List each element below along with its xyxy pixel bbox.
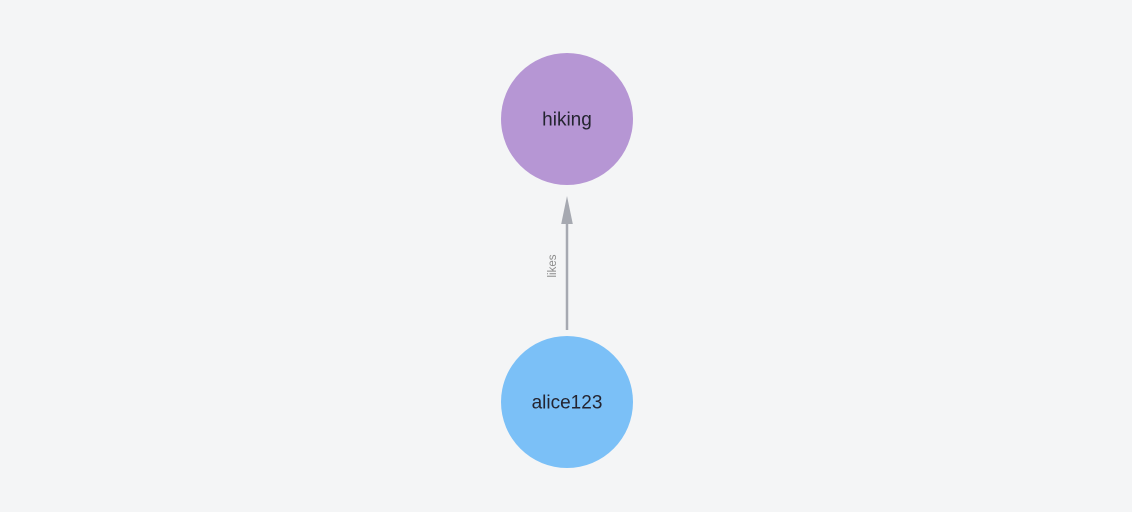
node-hiking-label: hiking bbox=[542, 110, 592, 131]
node-hiking[interactable]: hiking bbox=[501, 53, 633, 185]
node-hiking-circle bbox=[501, 53, 633, 185]
node-alice123-circle bbox=[501, 336, 633, 468]
node-alice123-label: alice123 bbox=[532, 393, 603, 414]
node-alice123[interactable]: alice123 bbox=[501, 336, 633, 468]
edge-likes[interactable]: likes bbox=[547, 196, 573, 330]
edge-arrowhead-icon bbox=[561, 196, 573, 224]
edge-label: likes bbox=[547, 254, 559, 277]
